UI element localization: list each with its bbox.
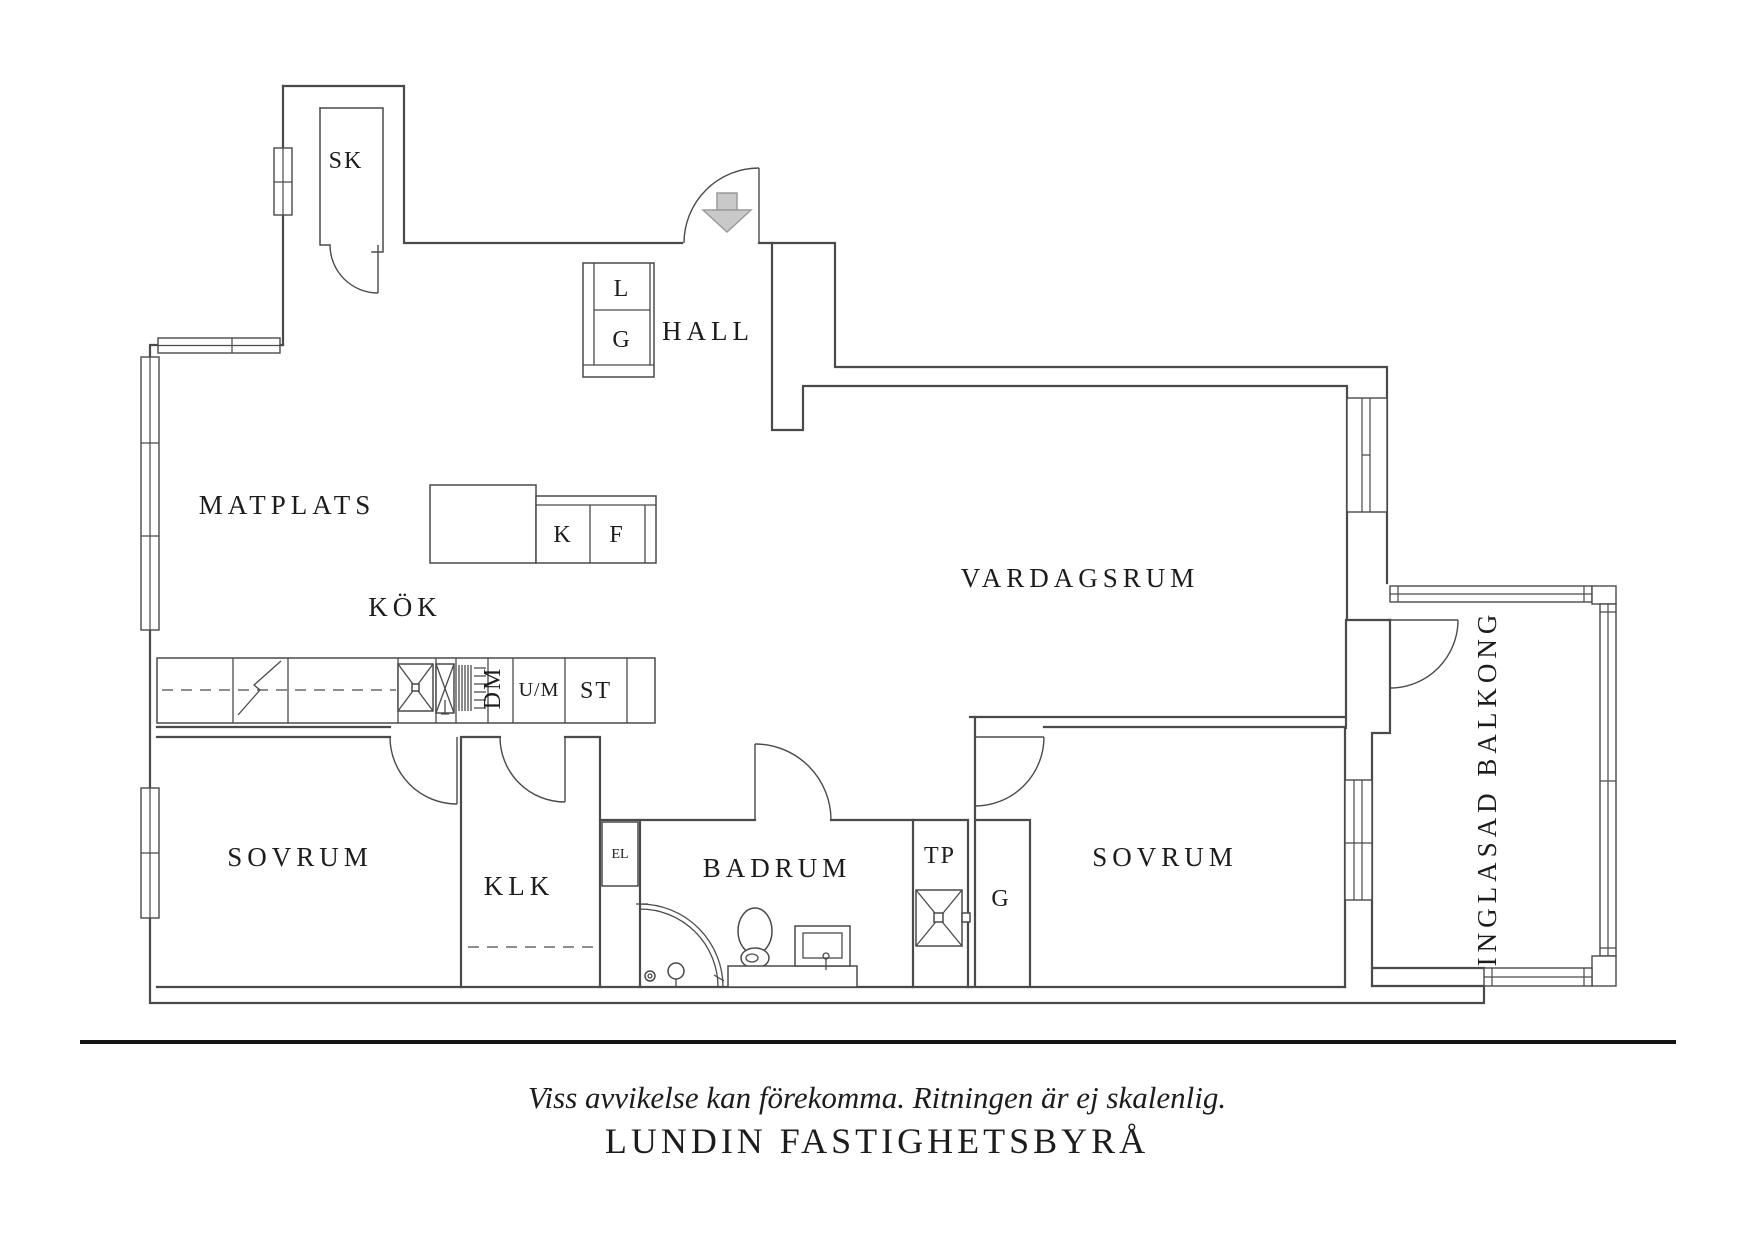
toilet-icon (737, 907, 773, 969)
el-cabinet (601, 821, 639, 887)
window-balkong-right-icon (1599, 603, 1617, 957)
footer-divider (80, 1040, 1676, 1044)
room-label-sovrum-left: SOVRUM (227, 842, 373, 872)
appliance-label-um: U/M (519, 679, 560, 701)
closet-label-st: ST (580, 678, 612, 704)
room-label-vardagsrum: VARDAGSRUM (961, 563, 1200, 593)
closet-label-tp: TP (924, 843, 956, 869)
badrum-door-icon (754, 743, 832, 821)
window-sk-icon (273, 147, 293, 216)
room-label-klk: KLK (484, 871, 555, 901)
doors (329, 167, 1459, 821)
appliance-label-dm: DM (480, 667, 506, 710)
sink-small-icon (435, 663, 455, 715)
window-sovrum-balkong-icon (1344, 779, 1373, 901)
room-label-hall: HALL (662, 316, 754, 346)
room-label-sovrum-right: SOVRUM (1092, 842, 1238, 872)
room-label-balkong: INGLASAD BALKONG (1472, 610, 1502, 967)
window-vardagsrum-right-icon (1346, 397, 1388, 513)
klk-door-icon (499, 736, 566, 803)
balkong-corner-post-bottom (1591, 955, 1617, 987)
windows (140, 147, 1617, 987)
vanity-sink-icon (727, 925, 858, 988)
window-balkong-top-icon (1389, 585, 1593, 603)
sovrum-left-door-icon (389, 736, 458, 805)
window-sovrum-left-icon (140, 787, 160, 919)
room-label-badrum: BADRUM (703, 853, 852, 883)
entry-door-icon (683, 167, 760, 244)
washing-machine-icon (915, 889, 971, 947)
sink-icon (397, 663, 434, 712)
window-balkong-bottom-icon (1483, 967, 1593, 987)
balkong-door-icon (1389, 619, 1459, 689)
closet-label-g: G (991, 886, 1010, 912)
room-label-sk: SK (329, 148, 364, 174)
sovrum-right-door-icon (974, 736, 1045, 807)
kitchen-counter (156, 657, 656, 724)
footer-brand: LUNDIN FASTIGHETSBYRÅ (604, 1121, 1150, 1161)
balkong-corner-post-top (1591, 585, 1617, 605)
sk-closet (319, 107, 384, 253)
entry-arrow-icon (701, 192, 753, 234)
stove-icon (237, 660, 282, 716)
cabinet-label-l: L (614, 276, 631, 302)
window-matplats-top-icon (157, 337, 281, 354)
shower-icon (636, 903, 725, 988)
closet-label-el: EL (611, 847, 628, 862)
kitchen-island (429, 484, 657, 564)
hall-cabinets (582, 262, 655, 378)
window-matplats-left-icon (140, 356, 160, 631)
cabinet-label-g-hall: G (612, 327, 631, 353)
drying-rack-icon (458, 665, 486, 711)
room-label-matplats: MATPLATS (199, 490, 376, 520)
appliance-label-f: F (609, 522, 624, 548)
footer-disclaimer: Viss avvikelse kan förekomma. Ritningen … (527, 1080, 1227, 1115)
appliance-label-k: K (553, 522, 572, 548)
room-label-kok: KÖK (368, 592, 442, 622)
bathroom-fixtures (636, 889, 971, 988)
sk-door-icon (329, 244, 379, 294)
